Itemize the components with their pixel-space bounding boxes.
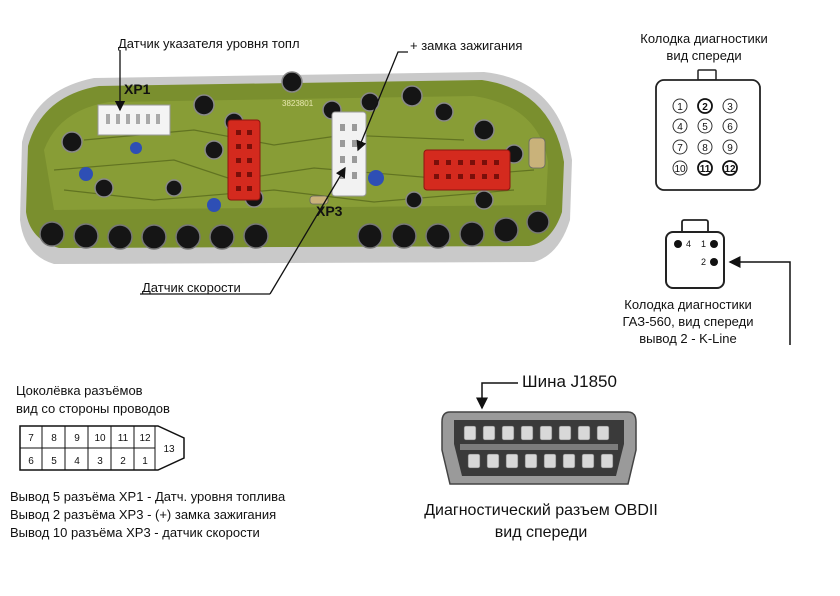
obd2-caption-line2: вид спереди <box>494 524 588 541</box>
ignition-label: + замка зажигания <box>410 38 523 53</box>
diag-connector-title: Колодка диагностики вид спереди <box>624 30 784 64</box>
pinout-top-7: 7 <box>28 433 34 444</box>
pinout-title: Цоколёвка разъёмов вид со стороны провод… <box>16 382 170 418</box>
diag-pin-7: 7 <box>677 143 683 154</box>
pinout-diagram: 7 8 9 10 11 12 6 5 4 3 2 1 13 <box>19 425 185 471</box>
gaz560-caption: Колодка диагностики ГАЗ-560, вид спереди… <box>596 296 780 347</box>
pinout-notes: Вывод 5 разъёма XP1 - Датч. уровня топли… <box>10 488 285 542</box>
xp1-label: XP1 <box>124 81 151 97</box>
pinout-note-1: Вывод 5 разъёма XP1 - Датч. уровня топли… <box>10 489 286 504</box>
pinout-bottom-6: 6 <box>28 456 34 467</box>
speed-sensor-label: Датчик скорости <box>142 280 241 295</box>
gaz-pin-4: 4 <box>686 239 691 249</box>
pinout-top-11: 11 <box>118 433 129 444</box>
pinout-top-12: 12 <box>139 433 151 444</box>
gaz560-connector: 4 1 2 <box>665 219 725 289</box>
pinout-pin-13: 13 <box>163 444 175 455</box>
gaz-caption-line3: вывод 2 - K-Line <box>639 331 737 346</box>
xp3-label: XP3 <box>316 203 343 219</box>
obd2-connector <box>441 411 637 485</box>
gaz-caption-line1: Колодка диагностики <box>624 297 752 312</box>
diag-title-line1: Колодка диагностики <box>640 31 768 46</box>
pinout-note-2: Вывод 2 разъёма XP3 - (+) замка зажигани… <box>10 507 277 522</box>
fuel-sensor-label: Датчик указателя уровня топл <box>118 36 300 51</box>
pinout-top-9: 9 <box>74 433 80 444</box>
obd2-caption: Диагностический разъем OBDII вид спереди <box>416 500 666 544</box>
pinout-note-3: Вывод 10 разъёма XP3 - датчик скорости <box>10 525 260 540</box>
diag-pin-3: 3 <box>727 102 733 113</box>
diag-pin-6: 6 <box>727 122 733 133</box>
pinout-title-line2: вид со стороны проводов <box>16 401 170 416</box>
diag-pin-4: 4 <box>677 122 683 133</box>
diag-pin-12: 12 <box>724 164 736 175</box>
pinout-title-line1: Цоколёвка разъёмов <box>16 383 143 398</box>
j1850-label: Шина J1850 <box>522 372 617 391</box>
obd2-caption-line1: Диагностический разъем OBDII <box>424 502 658 519</box>
instrument-cluster-pcb: XP1 XP3 3823801 <box>20 71 572 264</box>
pinout-top-8: 8 <box>51 433 57 444</box>
gaz-caption-line2: ГАЗ-560, вид спереди <box>622 314 754 329</box>
diag-pin-2: 2 <box>702 102 708 113</box>
diag-title-line2: вид спереди <box>666 48 742 63</box>
diag-pin-8: 8 <box>702 143 708 154</box>
gaz-pin-2: 2 <box>701 257 706 267</box>
diag-pin-11: 11 <box>700 164 711 175</box>
diag-pin-1: 1 <box>677 102 683 113</box>
gaz-pin-1: 1 <box>701 239 706 249</box>
pinout-bottom-1: 1 <box>142 456 148 467</box>
pinout-top-10: 10 <box>94 433 106 444</box>
diag-pin-9: 9 <box>727 143 733 154</box>
pcb-code: 3823801 <box>282 99 314 108</box>
diag-pin-10: 10 <box>674 164 686 175</box>
pinout-bottom-2: 2 <box>120 456 126 467</box>
pinout-bottom-4: 4 <box>74 456 80 467</box>
diag-12pin-connector: 1 2 3 4 5 6 7 8 9 10 11 12 <box>655 69 761 191</box>
diag-pin-5: 5 <box>702 122 708 133</box>
pinout-bottom-3: 3 <box>97 456 103 467</box>
pinout-bottom-5: 5 <box>51 456 57 467</box>
